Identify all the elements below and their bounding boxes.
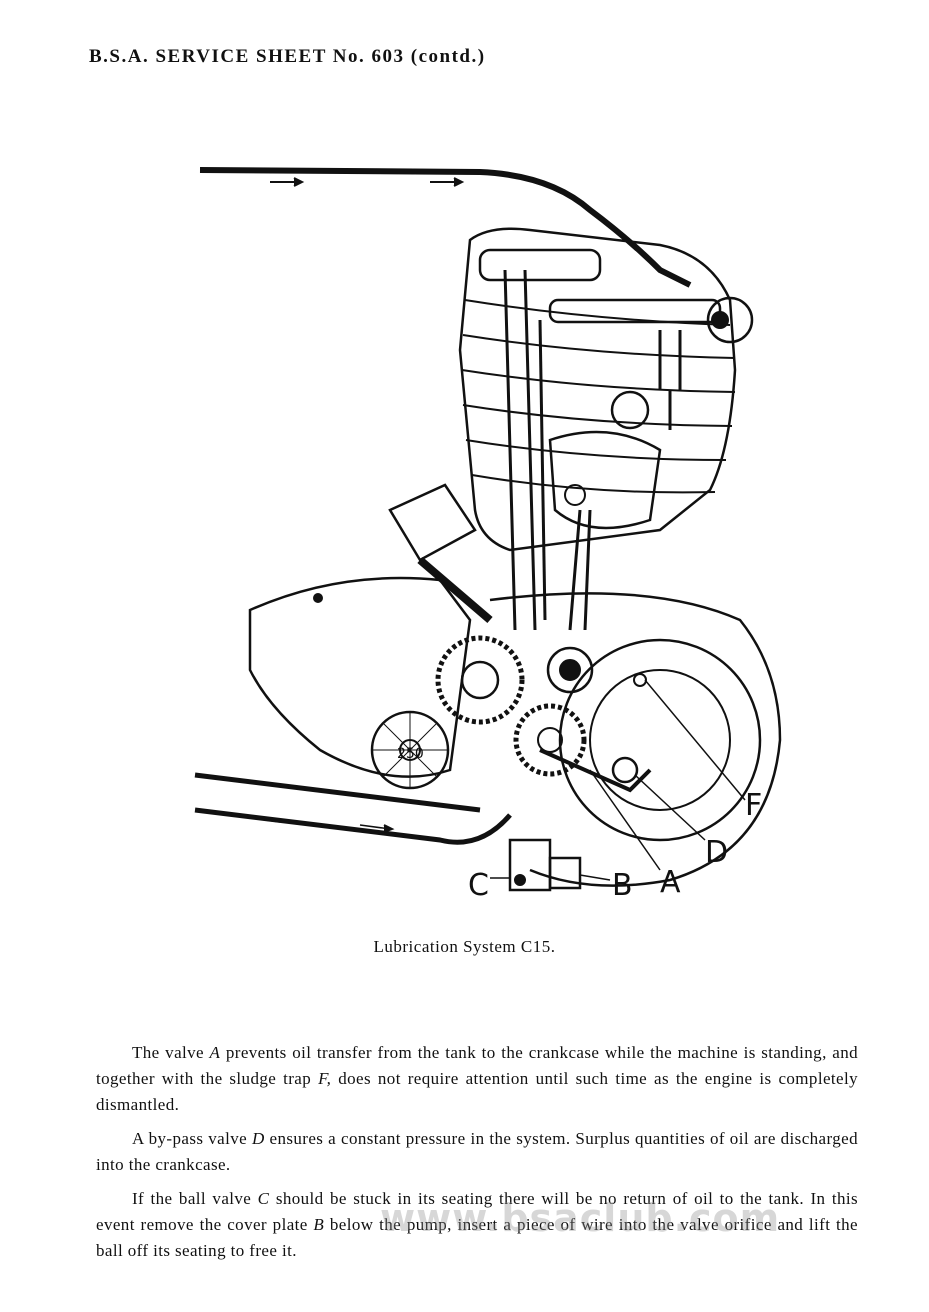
label-b: B (612, 868, 633, 903)
gear-marking: 250 (397, 746, 424, 762)
upper-oil-line (199, 167, 692, 288)
label-a: A (660, 865, 681, 900)
emphasis: C (257, 1189, 270, 1208)
text: The valve (132, 1043, 210, 1062)
rocker-assembly (478, 248, 754, 430)
piston (388, 430, 662, 631)
text: If the ball valve (132, 1189, 258, 1208)
emphasis: D (251, 1129, 265, 1148)
crankcase (248, 576, 782, 887)
label-f: F (745, 788, 762, 823)
label-c: C (468, 868, 489, 903)
emphasis: B (313, 1215, 325, 1234)
lower-oil-lines (194, 772, 512, 845)
paragraph-valve-c: If the ball valve C should be stuck in i… (96, 1186, 858, 1264)
leader-lines (490, 679, 746, 881)
watermark: www.bsaclub.com (380, 1196, 781, 1240)
text: prevents oil transfer from the tank to t… (96, 1043, 858, 1088)
cylinder-barrel (458, 227, 737, 552)
lubrication-diagram: 250 F D A B C (194, 167, 782, 903)
text: does not require attention until such ti… (96, 1069, 858, 1114)
marked-gear: 250 (370, 710, 450, 790)
text: below the pump, insert a piece of wire i… (96, 1215, 858, 1260)
label-d: D (705, 835, 728, 870)
emphasis: F, (318, 1069, 332, 1088)
text: should be stuck in its seating there wil… (96, 1189, 858, 1234)
pushrods (503, 269, 547, 631)
page-header: B.S.A. SERVICE SHEET No. 603 (contd.) (89, 46, 486, 67)
timing-gears (435, 635, 594, 777)
paragraph-valve-d: A by-pass valve D ensures a constant pre… (96, 1126, 858, 1178)
oil-pump (508, 673, 652, 892)
text: A by-pass valve (132, 1129, 252, 1148)
emphasis: A (209, 1043, 221, 1062)
paragraph-valve-a: The valve A prevents oil transfer from t… (96, 1040, 858, 1118)
text: ensures a constant pressure in the syste… (96, 1129, 858, 1174)
body-text: The valve A prevents oil transfer from t… (96, 1040, 858, 1272)
figure-caption: Lubrication System C15. (373, 937, 556, 956)
